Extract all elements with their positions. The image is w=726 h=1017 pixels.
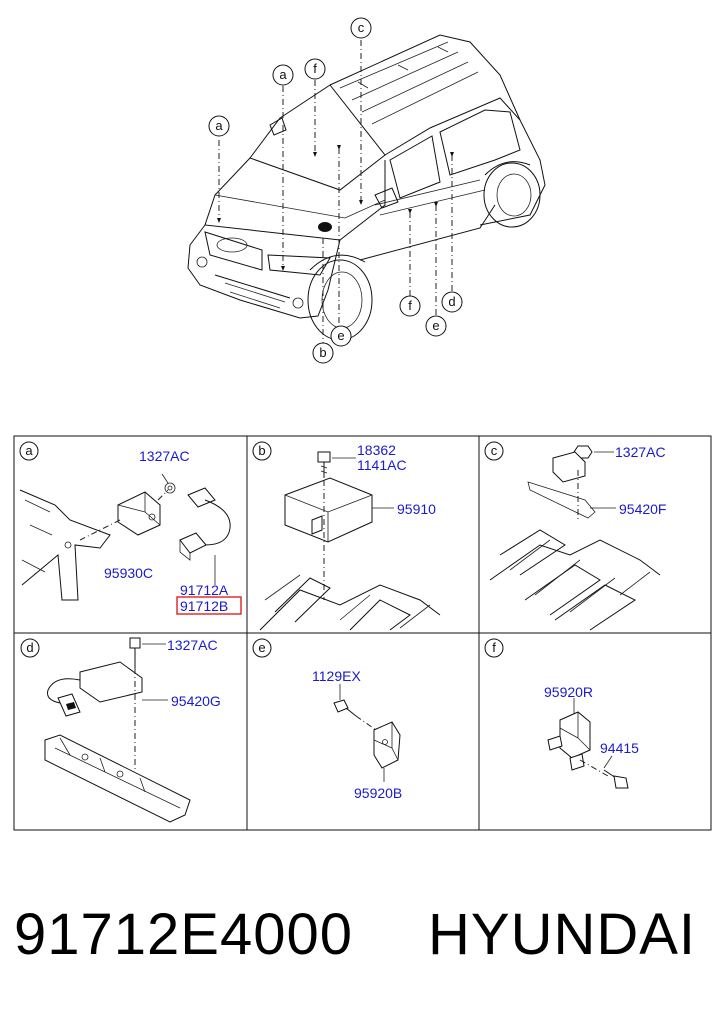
panel-d: d 1327AC 95420G xyxy=(20,637,221,823)
label-1327ac: 1327AC xyxy=(139,448,190,464)
label-95920b: 95920B xyxy=(354,785,402,801)
label-1129ex: 1129EX xyxy=(312,668,361,684)
callout-d: d xyxy=(441,291,463,313)
label-1327ac-d: 1327AC xyxy=(167,637,218,653)
panel-letter-d: d xyxy=(26,640,33,655)
svg-text:c: c xyxy=(358,20,365,35)
label-95920r: 95920R xyxy=(544,684,593,700)
label-95420f: 95420F xyxy=(619,501,666,517)
panel-b: b 18362 1141AC 95910 xyxy=(252,441,441,631)
label-95930c: 95930C xyxy=(104,565,153,581)
panel-letter-f: f xyxy=(492,640,496,655)
svg-text:a: a xyxy=(215,118,223,133)
car-overview xyxy=(187,34,546,344)
panel-letter-a: a xyxy=(25,443,33,458)
part-number-caption: 91712E4000 xyxy=(14,902,353,967)
panel-f: f 95920R 94415 xyxy=(484,638,639,789)
panel-letter-e: e xyxy=(258,640,265,655)
svg-text:f: f xyxy=(313,61,317,76)
callout-a-left: a xyxy=(208,115,230,137)
label-94415: 94415 xyxy=(600,740,639,756)
label-91712a: 91712A xyxy=(180,582,229,598)
panel-c: c 1327AC 95420F xyxy=(484,441,666,631)
svg-text:a: a xyxy=(279,67,287,82)
svg-text:b: b xyxy=(319,345,326,360)
callout-e-left: e xyxy=(330,325,352,347)
brand-caption: HYUNDAI xyxy=(428,902,697,967)
highlight-box xyxy=(176,596,242,615)
label-95420g: 95420G xyxy=(171,693,221,709)
panel-letter-b: b xyxy=(258,443,265,458)
label-95910: 95910 xyxy=(397,501,436,517)
callout-f-bottom: f xyxy=(399,295,421,317)
callout-b: b xyxy=(312,342,334,364)
label-18362: 18362 xyxy=(357,442,396,458)
svg-text:f: f xyxy=(408,298,412,313)
svg-text:d: d xyxy=(448,294,455,309)
svg-text:e: e xyxy=(337,328,344,343)
label-1327ac-c: 1327AC xyxy=(615,444,666,460)
panel-a: a 1327AC 95930C 91712A 91712B xyxy=(19,441,242,615)
panel-e: e 1129EX 95920B xyxy=(252,638,402,801)
svg-text:e: e xyxy=(432,318,439,333)
panel-letter-c: c xyxy=(491,443,498,458)
label-91712b: 91712B xyxy=(180,598,228,614)
callout-e-right: e xyxy=(425,315,447,337)
label-1141ac: 1141AC xyxy=(357,457,407,473)
callout-c: c xyxy=(350,17,372,39)
callout-f-top: f xyxy=(304,58,326,80)
panel-grid xyxy=(13,435,712,831)
callout-a-top: a xyxy=(272,64,294,86)
